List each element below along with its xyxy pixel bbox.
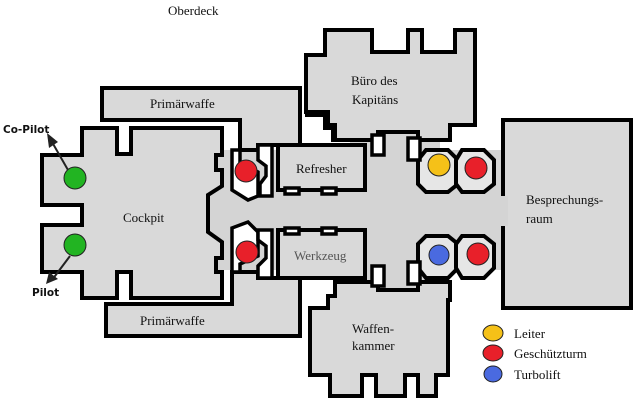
arrow-copilot [51,141,69,171]
legend: Leiter Geschützturm Turbolift [482,324,587,383]
turret-cockpit-upper-marker[interactable] [234,159,258,183]
label-captains-office-1: Büro des [351,73,398,88]
legend-turret-icon [482,344,504,362]
label-primary-weapon-top: Primärwaffe [150,96,215,111]
room-briefing[interactable] [501,118,633,310]
briefing-entrance [492,196,508,226]
ladder-marker[interactable] [427,153,451,177]
room-cockpit[interactable] [40,126,224,300]
turret-cockpit-lower-marker[interactable] [235,240,259,264]
wall-upper-right-alcove [256,143,274,198]
label-primary-weapon-bottom: Primärwaffe [140,313,205,328]
label-armory-1: Waffen- [352,321,394,336]
arrowhead-pilot-icon [46,272,58,284]
wall-stub [320,226,338,236]
label-pilot: Pilot [32,287,59,299]
label-briefing-2: raum [526,211,553,226]
wall-stub [406,260,422,286]
legend-ladder-icon [482,324,504,342]
label-briefing-1: Besprechungs- [526,192,603,207]
pilot-seat-marker[interactable] [63,233,87,257]
wall-stub [283,186,301,196]
wall-stub [406,136,422,162]
legend-turbolift-label: Turbolift [514,367,561,382]
turbolift-marker[interactable] [428,244,450,266]
legend-turbolift-icon [483,365,503,383]
deck-title: Oberdeck [168,3,219,18]
arrowhead-copilot-icon [47,133,58,148]
label-copilot: Co-Pilot [3,124,49,136]
copilot-seat-marker[interactable] [63,166,87,190]
label-tools: Werkzeug [294,248,347,263]
wall-stub [370,264,386,288]
room-armory[interactable] [308,280,452,398]
turret-aft-lower-marker[interactable] [466,242,490,266]
wall-stub [283,226,301,236]
turret-aft-upper-marker[interactable] [464,156,488,180]
room-refresher[interactable] [276,143,367,192]
legend-ladder-label: Leiter [514,326,546,341]
label-cockpit: Cockpit [123,210,165,225]
legend-turret-label: Geschützturm [514,346,587,361]
label-armory-2: kammer [352,338,395,353]
room-captains-office-shell [304,28,477,142]
label-refresher: Refresher [296,161,347,176]
wall-lower-right-alcove [256,228,274,280]
wall-stub [320,186,338,196]
arrow-pilot [51,255,71,281]
wall-stub [370,133,386,157]
label-captains-office-2: Kapitäns [352,92,398,107]
